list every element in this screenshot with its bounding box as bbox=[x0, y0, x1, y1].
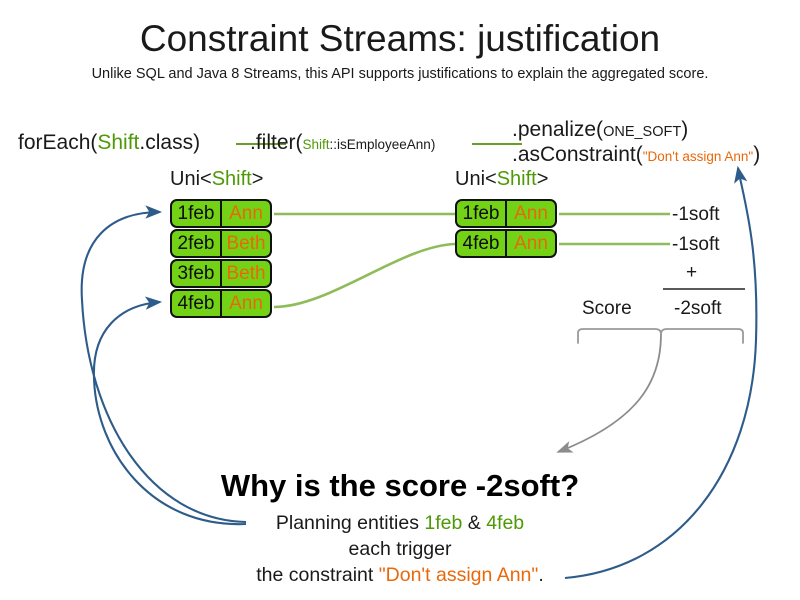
cell-name: Ann bbox=[229, 292, 263, 314]
score-explain-arrow bbox=[556, 333, 662, 453]
uni-right-prefix: Uni< bbox=[455, 168, 497, 190]
table-row[interactable]: 1feb Ann bbox=[455, 199, 557, 228]
code-foreach-type: Shift bbox=[97, 131, 140, 154]
cell-name: Ann bbox=[514, 232, 548, 254]
cell-date: 4feb bbox=[172, 291, 222, 316]
uni-right-suffix: > bbox=[536, 168, 549, 190]
explanation-constraint-name: "Don't assign Ann" bbox=[378, 564, 539, 586]
cell-name: Ann bbox=[514, 202, 548, 224]
explanation-entity-b: 4feb bbox=[486, 512, 525, 534]
uni-right-type: Shift bbox=[496, 168, 537, 190]
explanation-heading: Why is the score -2soft? bbox=[220, 468, 580, 503]
explanation-line3-post: . bbox=[538, 564, 544, 586]
uni-left-suffix: > bbox=[251, 168, 264, 190]
sum-divider-line bbox=[663, 288, 745, 290]
code-filter-rest: ::isEmployeeAnn) bbox=[329, 137, 436, 152]
explanation-amp: & bbox=[462, 512, 487, 534]
code-foreach: forEach(Shift.class) bbox=[18, 131, 200, 155]
cell-date: 2feb bbox=[172, 231, 222, 256]
score-total-value: -2soft bbox=[674, 298, 722, 319]
cell-date: 1feb bbox=[172, 201, 222, 226]
uni-label-right: Uni<Shift> bbox=[455, 168, 548, 191]
code-connector-2 bbox=[472, 143, 522, 145]
flow-line-4feb bbox=[273, 242, 456, 309]
sum-operator: + bbox=[686, 262, 698, 283]
explanation-entity-a: 1feb bbox=[424, 512, 463, 534]
explanation-line-2: each trigger bbox=[348, 538, 452, 560]
explanation-line-1: Planning entities 1feb & 4feb bbox=[0, 512, 800, 535]
cell-date: 1feb bbox=[457, 201, 507, 226]
table-row[interactable]: 3feb Beth bbox=[170, 259, 272, 288]
code-penalize-arg: ONE_SOFT bbox=[603, 124, 682, 140]
uni-left-prefix: Uni< bbox=[170, 168, 212, 190]
fact-table-left: 1feb Ann 2feb Beth 3feb Beth 4feb Ann bbox=[170, 199, 272, 319]
code-asconstraint-rest: ) bbox=[753, 143, 761, 166]
table-row[interactable]: 4feb Ann bbox=[170, 289, 272, 318]
cell-name: Beth bbox=[226, 262, 266, 284]
fact-table-right: 1feb Ann 4feb Ann bbox=[455, 199, 557, 259]
code-filter-type: Shift bbox=[302, 137, 330, 152]
code-penalize-method: .penalize( bbox=[512, 118, 604, 141]
code-foreach-rest: .class) bbox=[139, 131, 201, 154]
score-label: Score bbox=[582, 298, 632, 319]
explanation-line3-pre: the constraint bbox=[256, 564, 379, 586]
code-filter: .filter(Shift::isEmployeeAnn) bbox=[250, 131, 435, 155]
code-penalize: .penalize(ONE_SOFT) bbox=[512, 118, 688, 142]
cell-name: Beth bbox=[226, 232, 266, 254]
code-asconstraint-method: .asConstraint( bbox=[512, 143, 643, 166]
score-brace bbox=[577, 328, 744, 344]
code-foreach-method: forEach( bbox=[18, 131, 98, 154]
page-subtitle: Unlike SQL and Java 8 Streams, this API … bbox=[91, 66, 709, 82]
code-asconstraint-arg: "Don't assign Ann" bbox=[642, 149, 754, 164]
table-row[interactable]: 1feb Ann bbox=[170, 199, 272, 228]
table-row[interactable]: 4feb Ann bbox=[455, 229, 557, 258]
table-row[interactable]: 2feb Beth bbox=[170, 229, 272, 258]
explanation-line1-pre: Planning entities bbox=[275, 512, 425, 534]
penalty-value-2: -1soft bbox=[672, 234, 720, 255]
uni-label-left: Uni<Shift> bbox=[170, 168, 263, 191]
code-filter-method: .filter( bbox=[250, 131, 303, 154]
page-title: Constraint Streams: justification bbox=[139, 18, 661, 59]
code-penalize-rest: ) bbox=[681, 118, 689, 141]
penalty-value-1: -1soft bbox=[672, 204, 720, 225]
cell-date: 4feb bbox=[457, 231, 507, 256]
cell-name: Ann bbox=[229, 202, 263, 224]
explanation-line-3: the constraint "Don't assign Ann". bbox=[0, 564, 800, 587]
uni-left-type: Shift bbox=[211, 168, 252, 190]
cell-date: 3feb bbox=[172, 261, 222, 286]
code-connector-1 bbox=[236, 143, 286, 145]
code-asconstraint: .asConstraint("Don't assign Ann") bbox=[512, 143, 760, 167]
